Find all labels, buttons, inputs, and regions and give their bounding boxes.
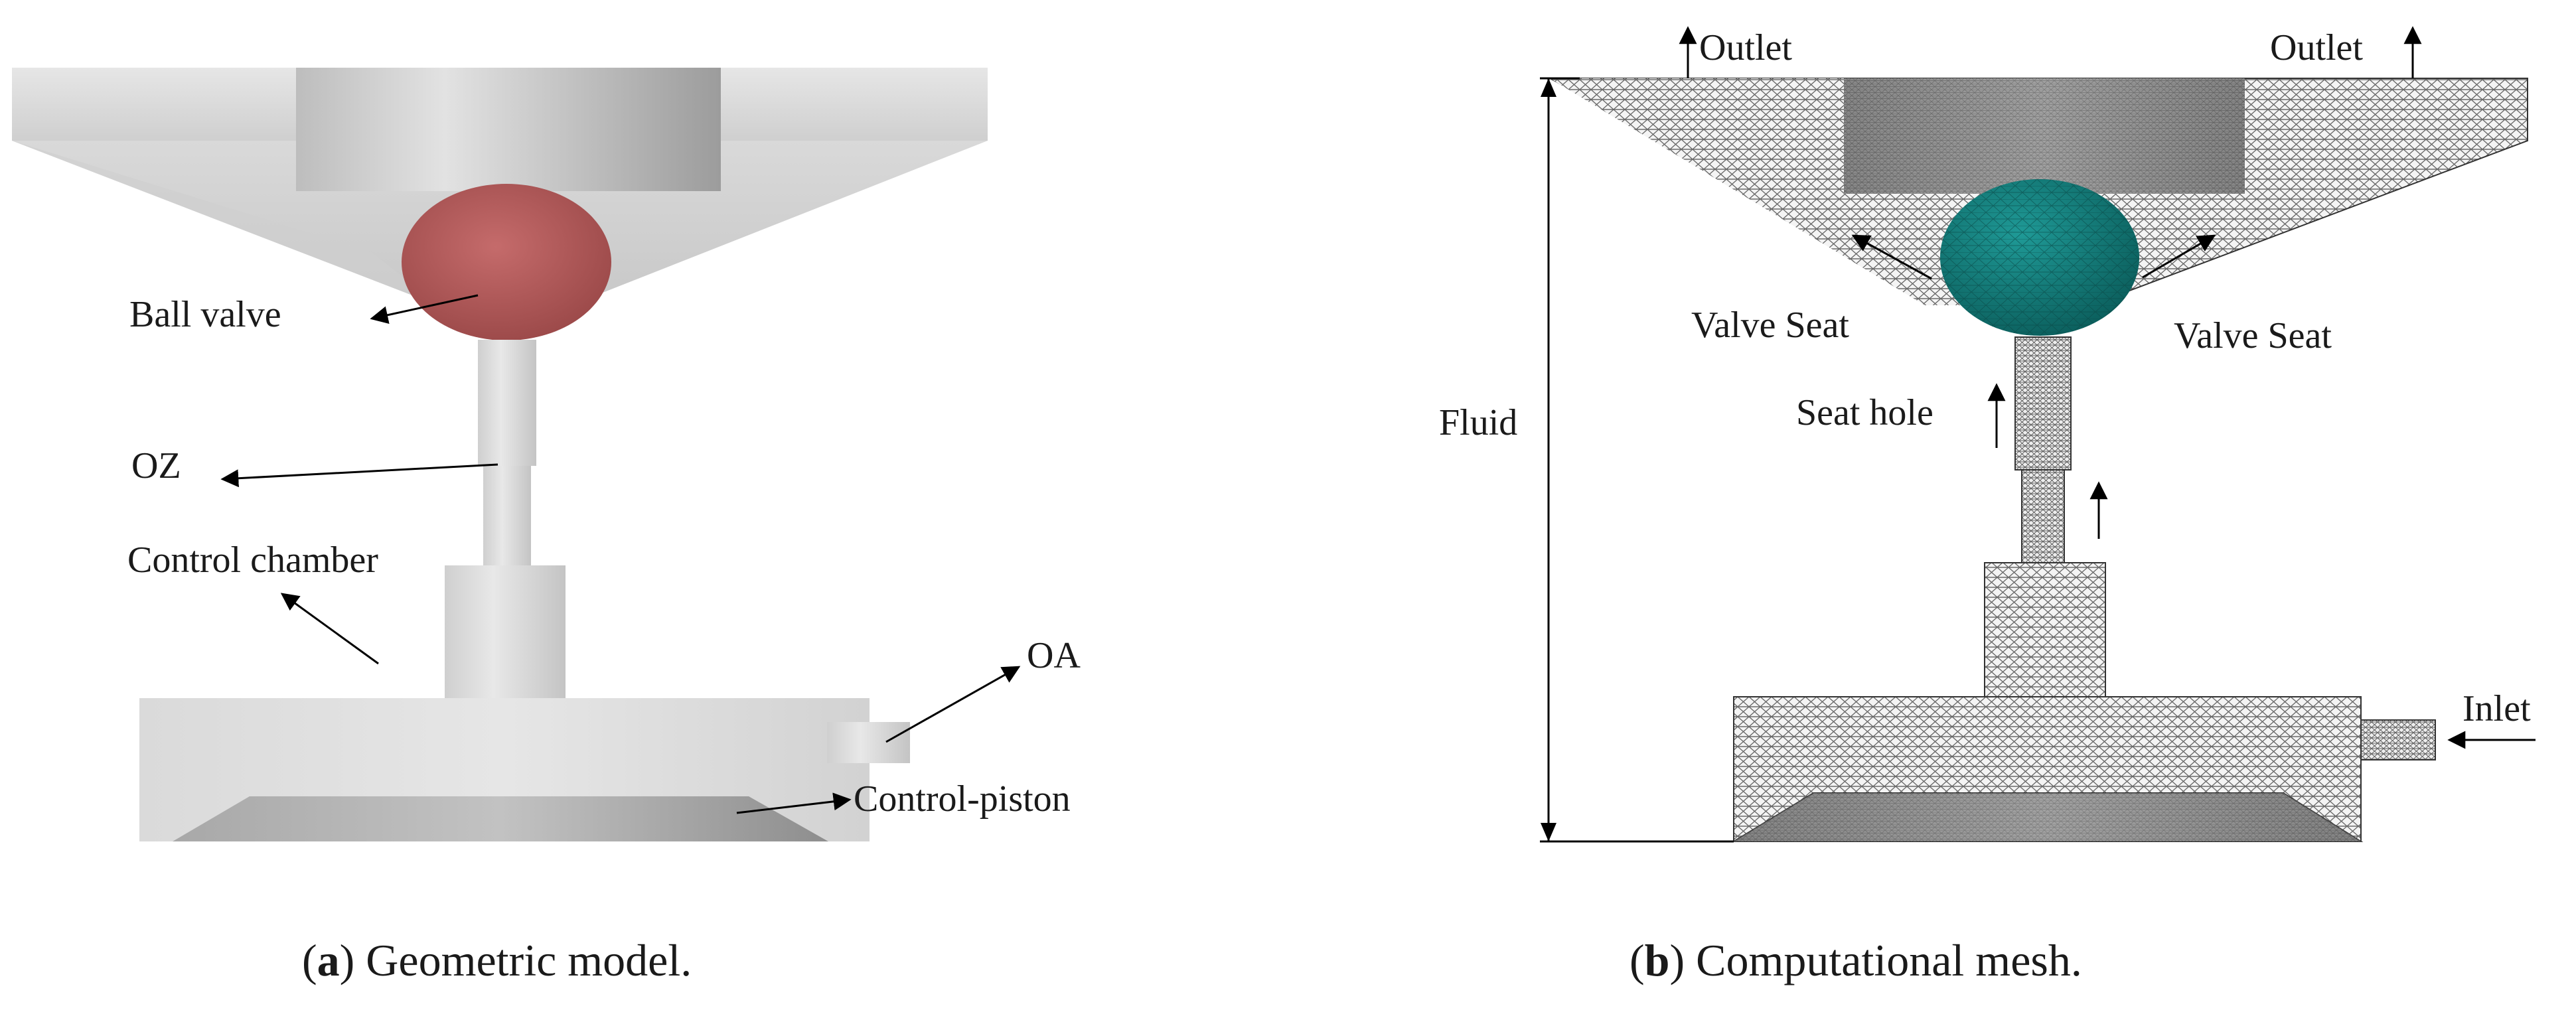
oa-nozzle xyxy=(827,722,910,763)
mesh-oz-stem xyxy=(2021,469,2065,563)
mesh-inlet-nozzle xyxy=(2360,719,2436,760)
label-control-chamber: Control chamber xyxy=(127,540,378,581)
label-seat-hole: Seat hole xyxy=(1796,392,1933,433)
label-valve-seat-left: Valve Seat xyxy=(1691,305,1849,346)
label-control-piston: Control-piston xyxy=(854,778,1071,820)
label-ball-valve: Ball valve xyxy=(129,294,281,335)
oa-arrow xyxy=(885,666,1021,743)
panel-b-computational-mesh: Outlet Outlet Valve Seat Valve Seat Flui… xyxy=(1439,26,2536,985)
label-fluid: Fluid xyxy=(1439,402,1517,443)
label-oz: OZ xyxy=(131,445,181,486)
label-inlet: Inlet xyxy=(2462,688,2531,729)
control-piston-arrow xyxy=(736,792,852,814)
upper-cylinder xyxy=(296,68,721,191)
control-piston-shape xyxy=(173,796,828,841)
ball-valve-sphere xyxy=(402,184,611,340)
control-chamber-arrow xyxy=(280,593,379,665)
mesh-control-chamber xyxy=(1984,562,2106,697)
valve-seat-left-arrow xyxy=(1851,234,1932,280)
oz-stem xyxy=(483,466,531,565)
label-valve-seat-right: Valve Seat xyxy=(2174,315,2332,356)
caption-a: (a) Geometric model. xyxy=(302,935,692,985)
control-chamber-block xyxy=(445,565,566,698)
label-oa: OA xyxy=(1027,635,1081,676)
ball-valve-arrow xyxy=(370,294,479,324)
caption-b: (b) Computational mesh. xyxy=(1629,935,2082,985)
seat-hole-stem xyxy=(478,340,536,466)
oz-arrow xyxy=(220,463,498,488)
label-outlet-right: Outlet xyxy=(2270,27,2363,68)
label-outlet-left: Outlet xyxy=(1699,27,1792,68)
mesh-seat-hole xyxy=(2014,336,2072,470)
panel-a-geometric-model: Ball valve OZ Control chamber OA Control… xyxy=(12,68,1081,985)
valve-seat-right-arrow xyxy=(2142,234,2216,279)
